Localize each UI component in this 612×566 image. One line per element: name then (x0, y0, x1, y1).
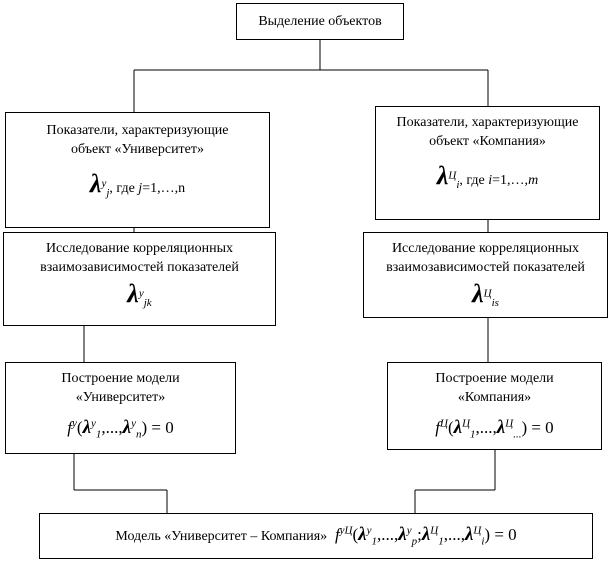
left-model-eq: ) = 0 (141, 418, 174, 437)
left-indicators-cond-prefix: , где (109, 181, 139, 196)
right-model-eq: ) = 0 (521, 418, 554, 437)
left-indicators-formula: λуj, где j=1,…,n (6, 169, 269, 199)
bottom-model-formula: fуЦ(λу1,...,λуp;λЦ1,...,λЦi) = 0 (334, 524, 517, 548)
lambda-symbol: λ (453, 417, 463, 438)
left-indicators-sub: j (106, 186, 110, 199)
lambda-symbol: λ (421, 524, 431, 545)
top-box-object-selection: Выделение объектов (236, 3, 404, 40)
lambda-symbol: λ (89, 169, 102, 198)
left-model-box: Построение модели «Университет» fу(λу1,.… (5, 362, 236, 454)
left-model-arg-sup2: у (131, 417, 136, 430)
left-indicators-sup: у (101, 177, 107, 190)
right-indicators-cond-prefix: , где (459, 173, 489, 188)
left-model-formula: fу(λу1,...,λуn) = 0 (67, 417, 174, 441)
lambda-symbol: λ (436, 161, 449, 190)
left-model-line1: Построение модели (61, 371, 180, 386)
right-model-arg-sup1: Ц (462, 417, 471, 430)
lambda-symbol: λ (496, 417, 506, 438)
right-model-arg-sub1: 1 (470, 428, 476, 441)
right-correlation-sub: is (491, 296, 499, 309)
right-correlation-line1: Исследование корреляционных (391, 241, 580, 256)
right-model-box: Построение модели «Компания» fЦ(λЦ1,...,… (387, 362, 602, 450)
bottom-model-b-sup2: Ц (473, 524, 482, 537)
right-model-fn-sup: Ц (440, 417, 448, 430)
lambda-symbol: λ (472, 279, 484, 308)
bottom-combined-model-box: Модель «Университет – Компания» fуЦ(λу1,… (39, 513, 593, 559)
left-indicators-line2: объект «Университет» (70, 142, 205, 157)
top-box-label: Выделение объектов (258, 14, 382, 29)
bottom-model-label: Модель «Университет – Компания» (115, 529, 328, 544)
right-model-arg-sub2: ... (513, 428, 522, 441)
lambda-symbol: λ (398, 524, 407, 545)
right-model-formula: fЦ(λЦ1,...,λЦ...) = 0 (435, 417, 554, 441)
right-indicators-sub: i (456, 178, 460, 191)
left-indicators-box: Показатели, характеризующие объект «Унив… (5, 112, 270, 228)
right-indicators-cond-range: =1,…, (492, 173, 529, 188)
left-model-arg-sub1: 1 (95, 428, 102, 441)
left-indicators-line1: Показатели, характеризующие (46, 123, 229, 138)
right-correlation-line2: взаимозависимостей показателей (386, 260, 585, 275)
left-model-line2: «Университет» (75, 390, 166, 405)
right-indicators-cond-end: m (528, 173, 539, 188)
left-model-fn: f (67, 418, 72, 437)
left-correlation-line2: взаимозависимостей показателей (40, 260, 239, 275)
bottom-model-b-sub1: 1 (438, 535, 444, 548)
left-model-arg-sup1: у (91, 417, 96, 430)
right-indicators-box: Показатели, характеризующие объект «Комп… (375, 106, 600, 220)
bottom-model-b-sub2: i (481, 535, 485, 548)
bottom-model-b-sup1: Ц (430, 524, 439, 537)
lambda-symbol: λ (127, 279, 139, 308)
lambda-symbol: λ (358, 524, 367, 545)
left-model-arg-sub2: n (135, 428, 142, 441)
right-indicators-line2: объект «Компания» (429, 134, 546, 149)
bottom-model-a-sup1: у (366, 524, 372, 537)
lambda-symbol: λ (464, 524, 474, 545)
bottom-model-a-sub1: 1 (371, 535, 378, 548)
bottom-model-sep: ; (417, 525, 422, 544)
left-correlation-sup: у (138, 287, 144, 300)
right-model-line1: Построение модели (435, 371, 554, 386)
left-correlation-box: Исследование корреляционных взаимозависи… (3, 232, 276, 326)
left-correlation-formula: λуjk (4, 279, 275, 309)
right-indicators-cond-var: i (488, 173, 493, 188)
right-indicators-formula: λЦi, где i=1,…,m (376, 161, 599, 191)
left-model-arg-mid: ,..., (101, 418, 123, 437)
right-correlation-formula: λЦis (364, 279, 607, 309)
bottom-model-mid-b: ,..., (443, 525, 465, 544)
bottom-model-fn: f (334, 525, 340, 544)
left-correlation-sub: jk (143, 296, 152, 309)
left-indicators-cond-range: =1,…,n (142, 181, 186, 196)
right-correlation-sup: Ц (483, 287, 492, 300)
left-model-fn-sup: у (72, 417, 77, 430)
right-correlation-box: Исследование корреляционных взаимозависи… (363, 232, 608, 318)
right-indicators-line1: Показатели, характеризующие (396, 115, 579, 130)
left-indicators-cond-var: j (138, 181, 143, 196)
right-model-line2: «Компания» (457, 390, 532, 405)
left-correlation-line1: Исследование корреляционных (45, 241, 234, 256)
bottom-model-a-sup2: у (406, 524, 412, 537)
right-model-arg-sup2: Ц (505, 417, 514, 430)
bottom-model-a-sub2: p (411, 535, 418, 548)
bottom-model-eq: ) = 0 (484, 525, 517, 544)
right-model-arg-mid: ,..., (475, 418, 497, 437)
lambda-symbol: λ (122, 417, 132, 438)
lambda-symbol: λ (82, 417, 91, 438)
bottom-model-mid-a: ,..., (377, 525, 399, 544)
right-model-fn: f (435, 418, 441, 437)
bottom-model-fn-sup: уЦ (339, 524, 353, 537)
right-indicators-sup: Ц (448, 169, 457, 182)
